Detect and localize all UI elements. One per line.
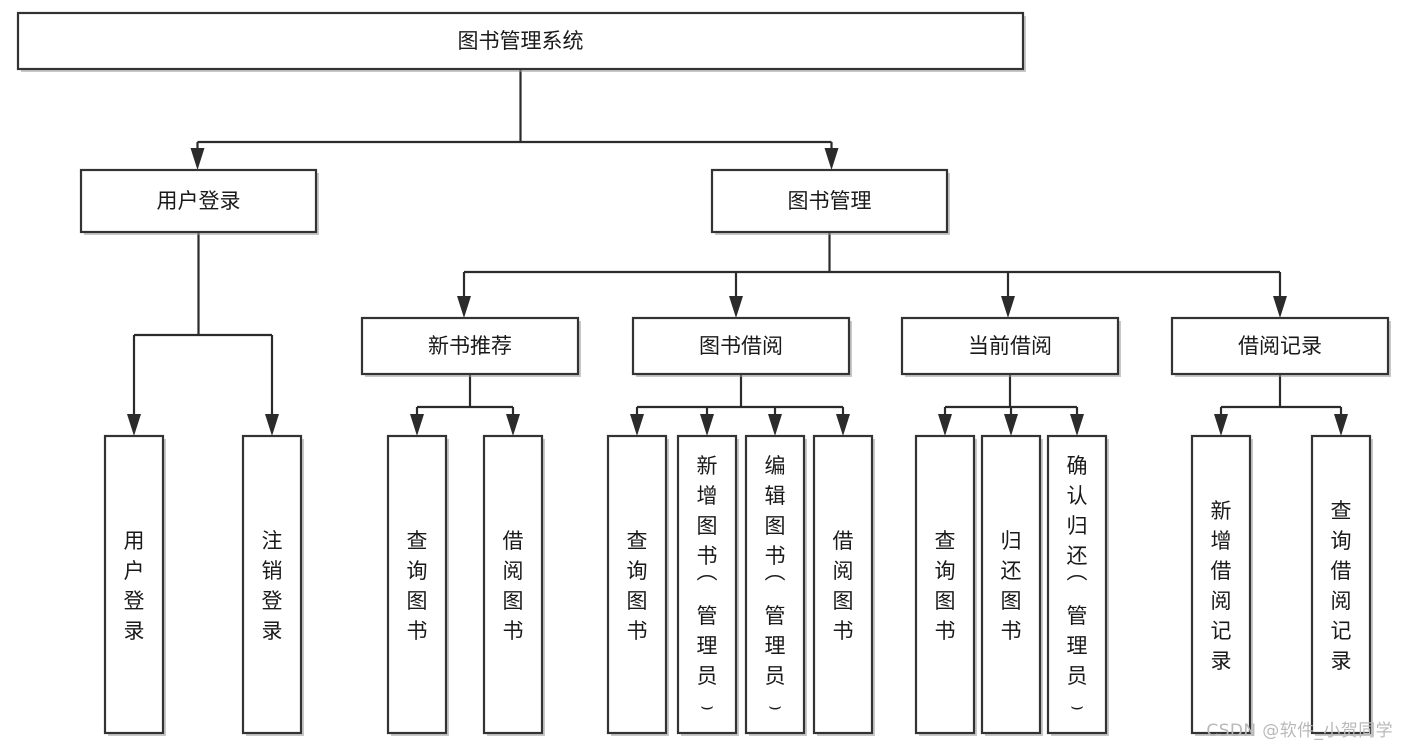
arrow-head-icon [506, 414, 520, 436]
arrow-head-icon [1273, 296, 1287, 318]
arrow-head-icon [190, 148, 205, 170]
node-leaf-confirm-return-admin[interactable]: 确认归还⌒管理员⌣ [1046, 434, 1109, 736]
node-box[interactable] [710, 168, 949, 234]
node-box[interactable] [812, 434, 874, 735]
node-box[interactable] [914, 434, 976, 735]
node-root[interactable]: 图书管理系统 [16, 11, 1026, 72]
arrow-head-icon [127, 414, 141, 436]
arrow-head-icon [630, 414, 644, 436]
node-box[interactable] [676, 434, 738, 735]
node-label: 查询借阅记录 [1331, 499, 1352, 673]
node-layer: 图书管理系统用户登录图书管理新书推荐图书借阅当前借阅借阅记录用户登录注销登录查询… [16, 11, 1391, 736]
node-box[interactable] [900, 316, 1120, 376]
node-box[interactable] [386, 434, 448, 735]
arrow-head-icon [836, 414, 850, 436]
node-label: 新书推荐 [428, 334, 512, 358]
node-l3-borrow-record[interactable]: 借阅记录 [1170, 316, 1391, 377]
node-label: 图书管理系统 [458, 29, 584, 53]
node-l2-user-login[interactable]: 用户登录 [79, 168, 319, 235]
node-label: 新增图书⌒管理员⌣ [697, 454, 718, 718]
node-label: 查询图书 [407, 529, 428, 643]
node-box[interactable] [103, 434, 165, 735]
node-label: 查询图书 [935, 529, 956, 643]
node-label: 用户登录 [157, 189, 241, 213]
node-label: 归还图书 [1001, 529, 1022, 643]
node-label: 查询图书 [627, 529, 648, 643]
node-label: 新增借阅记录 [1211, 499, 1232, 673]
arrow-head-icon [824, 148, 839, 170]
node-box[interactable] [1170, 316, 1390, 376]
node-l2-book-manage[interactable]: 图书管理 [710, 168, 950, 235]
node-label: 当前借阅 [968, 334, 1052, 358]
node-leaf-add-borrow-record[interactable]: 新增借阅记录 [1190, 434, 1253, 736]
arrow-head-icon [1070, 414, 1084, 436]
node-box[interactable] [79, 168, 318, 234]
arrow-head-icon [768, 414, 782, 436]
connector-group-l2-user-login [127, 232, 279, 436]
node-leaf-query-book-current[interactable]: 查询图书 [914, 434, 977, 736]
node-label: 借阅图书 [833, 529, 854, 643]
connector-group-l3-new-book-rec [410, 374, 520, 436]
node-l3-book-borrow[interactable]: 图书借阅 [631, 316, 852, 377]
connector-group-l3-book-borrow [630, 374, 850, 436]
node-label: 借阅图书 [503, 529, 524, 643]
node-label: 借阅记录 [1238, 334, 1322, 358]
node-l3-current-borrow[interactable]: 当前借阅 [900, 316, 1121, 377]
node-box[interactable] [241, 434, 303, 735]
node-leaf-return-book[interactable]: 归还图书 [980, 434, 1043, 736]
node-box[interactable] [744, 434, 806, 735]
node-leaf-edit-book-admin[interactable]: 编辑图书⌒管理员⌣ [744, 434, 807, 736]
node-l3-new-book-rec[interactable]: 新书推荐 [360, 316, 581, 377]
node-box[interactable] [1046, 434, 1108, 735]
node-label: 编辑图书⌒管理员⌣ [765, 454, 786, 718]
node-leaf-query-book-borrow[interactable]: 查询图书 [606, 434, 669, 736]
node-box[interactable] [606, 434, 668, 735]
arrow-head-icon [938, 414, 952, 436]
arrow-head-icon [700, 414, 714, 436]
arrow-head-icon [729, 296, 743, 318]
node-leaf-user-login[interactable]: 用户登录 [103, 434, 166, 736]
node-box[interactable] [980, 434, 1042, 735]
connector-group-l2-book-manage [457, 232, 1287, 318]
arrow-head-icon [265, 414, 279, 436]
node-label: 注销登录 [262, 529, 283, 643]
connector-layer [127, 69, 1348, 436]
node-label: 用户登录 [124, 529, 145, 643]
node-label: 确认归还⌒管理员⌣ [1067, 454, 1088, 718]
csdn-watermark: CSDN @软件_小贺同学 [1206, 721, 1393, 741]
connector-group-l3-current-borrow [938, 374, 1084, 436]
node-leaf-borrow-book[interactable]: 借阅图书 [812, 434, 875, 736]
arrow-head-icon [457, 296, 471, 318]
arrow-head-icon [1334, 414, 1348, 436]
node-box[interactable] [360, 316, 580, 376]
node-box[interactable] [631, 316, 851, 376]
node-leaf-query-book-rec[interactable]: 查询图书 [386, 434, 449, 736]
node-leaf-query-borrow-record[interactable]: 查询借阅记录 [1310, 434, 1373, 736]
node-label: 图书管理 [788, 189, 872, 213]
node-box[interactable] [482, 434, 544, 735]
node-box[interactable] [1310, 434, 1372, 735]
node-label: 图书借阅 [699, 334, 783, 358]
connector-group-root [190, 69, 839, 170]
node-leaf-borrow-book-rec[interactable]: 借阅图书 [482, 434, 545, 736]
arrow-head-icon [1214, 414, 1228, 436]
arrow-head-icon [1001, 296, 1015, 318]
arrow-head-icon [1004, 414, 1018, 436]
arrow-head-icon [410, 414, 424, 436]
node-box[interactable] [16, 11, 1025, 71]
node-leaf-user-logout[interactable]: 注销登录 [241, 434, 304, 736]
node-leaf-add-book-admin[interactable]: 新增图书⌒管理员⌣ [676, 434, 739, 736]
connector-group-l3-borrow-record [1214, 374, 1348, 436]
node-box[interactable] [1190, 434, 1252, 735]
